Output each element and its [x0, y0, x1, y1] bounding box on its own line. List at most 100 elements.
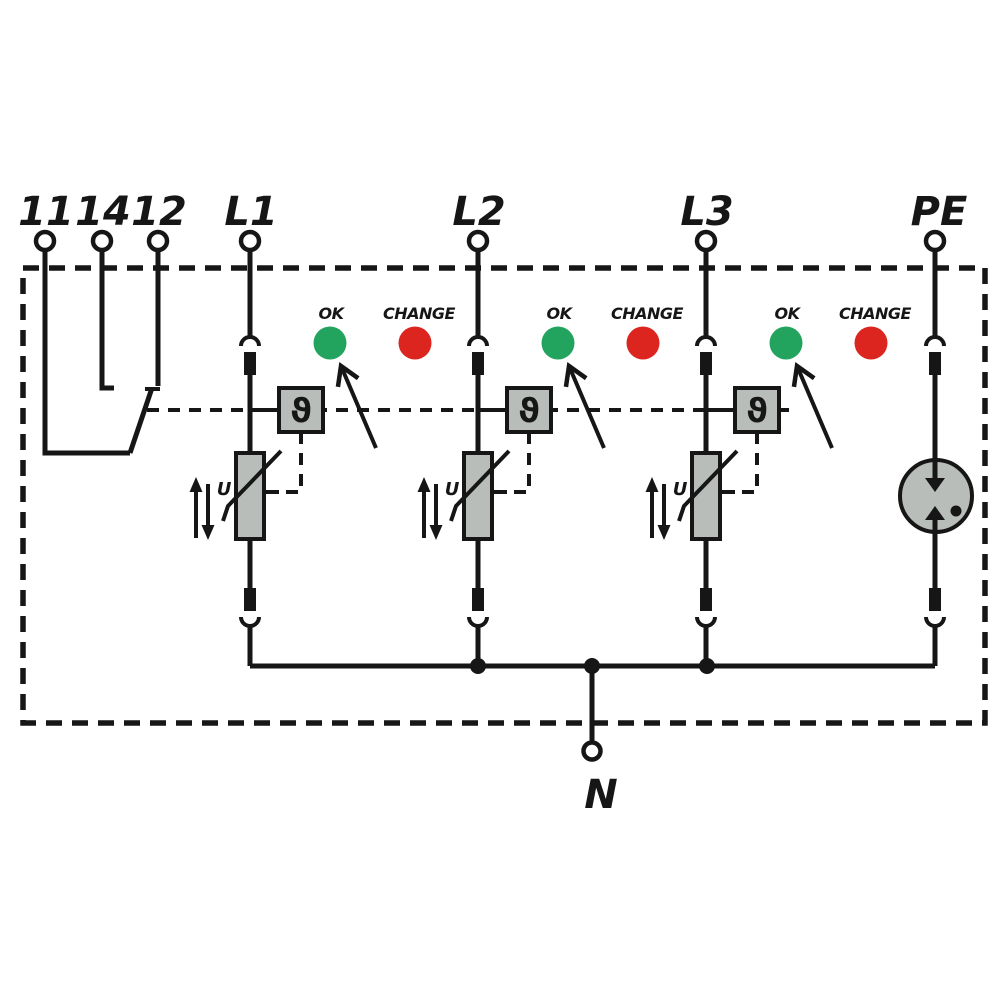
socket-arc [695, 335, 717, 347]
varistor-diagonal [449, 449, 511, 522]
thermal-box [733, 386, 781, 434]
socket-arc [239, 335, 261, 347]
plug-contact-symbol [695, 335, 717, 375]
plug-contact-symbol [239, 588, 261, 628]
terminal-label: 14 [75, 189, 131, 235]
socket-arc [695, 616, 717, 628]
thermal-theta-label: ϑ [746, 391, 768, 430]
status-leds: OK CHANGE [541, 304, 684, 449]
varistor-symbol: U [417, 449, 511, 541]
plug-contact-symbol [924, 588, 946, 628]
socket-arc [467, 616, 489, 628]
gas-discharge-tube-symbol [898, 375, 974, 588]
thermal-linkage-dash [505, 432, 531, 494]
led-change-indicator [626, 326, 660, 360]
terminal-12: 12 [131, 189, 187, 253]
change-label: CHANGE [611, 304, 684, 323]
led-ok-indicator [313, 326, 347, 360]
plug-pin [929, 588, 941, 611]
led-ok-indicator [769, 326, 803, 360]
plug-pin [244, 352, 256, 375]
thermal-box [277, 386, 325, 434]
terminal-label: N [584, 772, 617, 818]
terminal-l1: L1 [224, 189, 278, 253]
contact-14-wire [99, 250, 114, 391]
terminal-l2: L2 [452, 189, 506, 253]
status-leds: OK CHANGE [313, 304, 456, 449]
plug-pin [700, 352, 712, 375]
plug-contact-symbol [924, 335, 946, 375]
led-change-indicator [398, 326, 432, 360]
change-label: CHANGE [839, 304, 912, 323]
terminal-label: PE [911, 189, 968, 235]
device-enclosure-border [20, 265, 988, 726]
terminal-pe: PE [911, 189, 968, 253]
phase-module-l3: U ϑ OK CHANGE [645, 250, 912, 666]
indicator-arrow-icon [335, 362, 378, 449]
indicator-arrow-icon [563, 362, 606, 449]
varistor-symbol: U [645, 449, 739, 541]
up-arrowhead-icon [645, 477, 659, 492]
thermal-theta-label: ϑ [518, 391, 540, 430]
plug-pin [700, 588, 712, 611]
terminal-circle [466, 229, 490, 253]
varistor-diagonal [677, 449, 739, 522]
plug-contact-symbol [239, 335, 261, 375]
terminal-n: N [581, 666, 618, 818]
ok-label: OK [775, 304, 802, 323]
phase-module-l1: U ϑ OK CHANGE [189, 250, 456, 666]
varistor-diagonal [221, 449, 283, 522]
terminal-circle [581, 740, 603, 762]
pe-branch [898, 250, 974, 666]
varistor-voltage-label: U [217, 479, 232, 500]
terminal-label: L1 [224, 189, 277, 235]
varistor-symbol: U [189, 449, 283, 541]
terminal-14: 14 [75, 189, 131, 253]
plug-pin [244, 588, 256, 611]
phase-module-l2: U ϑ OK CHANGE [417, 250, 684, 666]
remote-signalling-switch [42, 250, 161, 456]
gas-filled-dot-icon [950, 505, 962, 517]
socket-arc [239, 616, 261, 628]
junction-dot [699, 658, 715, 674]
thermal-disconnect-symbol: ϑ [706, 386, 781, 494]
ok-label: OK [547, 304, 574, 323]
thermal-linkage-dash [277, 432, 303, 494]
terminal-circle [923, 229, 947, 253]
plug-pin [472, 588, 484, 611]
terminal-circle [146, 229, 170, 253]
led-change-indicator [854, 326, 888, 360]
indicator-arrow-icon [791, 362, 834, 449]
varistor-voltage-label: U [673, 479, 688, 500]
terminal-11: 11 [18, 189, 74, 253]
contact-11-wire [42, 250, 130, 456]
thermal-disconnect-symbol: ϑ [478, 386, 553, 494]
plug-contact-symbol [467, 588, 489, 628]
socket-arc [467, 335, 489, 347]
thermal-disconnect-symbol: ϑ [250, 386, 325, 494]
socket-arc [924, 335, 946, 347]
up-arrowhead-icon [925, 506, 945, 520]
switch-blade-symbol [127, 387, 155, 454]
terminal-label: 12 [131, 189, 187, 235]
thermal-box [505, 386, 553, 434]
plug-pin [929, 352, 941, 375]
down-arrowhead-icon [429, 525, 443, 540]
terminal-circle [90, 229, 114, 253]
terminal-circle [238, 229, 262, 253]
junction-dot [470, 658, 486, 674]
terminal-label: L3 [680, 189, 733, 235]
terminal-circle [694, 229, 718, 253]
thermal-theta-label: ϑ [290, 391, 312, 430]
plug-contact-symbol [695, 588, 717, 628]
socket-arc [924, 616, 946, 628]
plug-contact-symbol [467, 335, 489, 375]
status-leds: OK CHANGE [769, 304, 912, 449]
terminal-l3: L3 [680, 189, 734, 253]
up-arrowhead-icon [189, 477, 203, 492]
plug-pin [472, 352, 484, 375]
terminal-label: L2 [452, 189, 505, 235]
thermal-linkage-dash [733, 432, 759, 494]
varistor-body [690, 451, 722, 541]
